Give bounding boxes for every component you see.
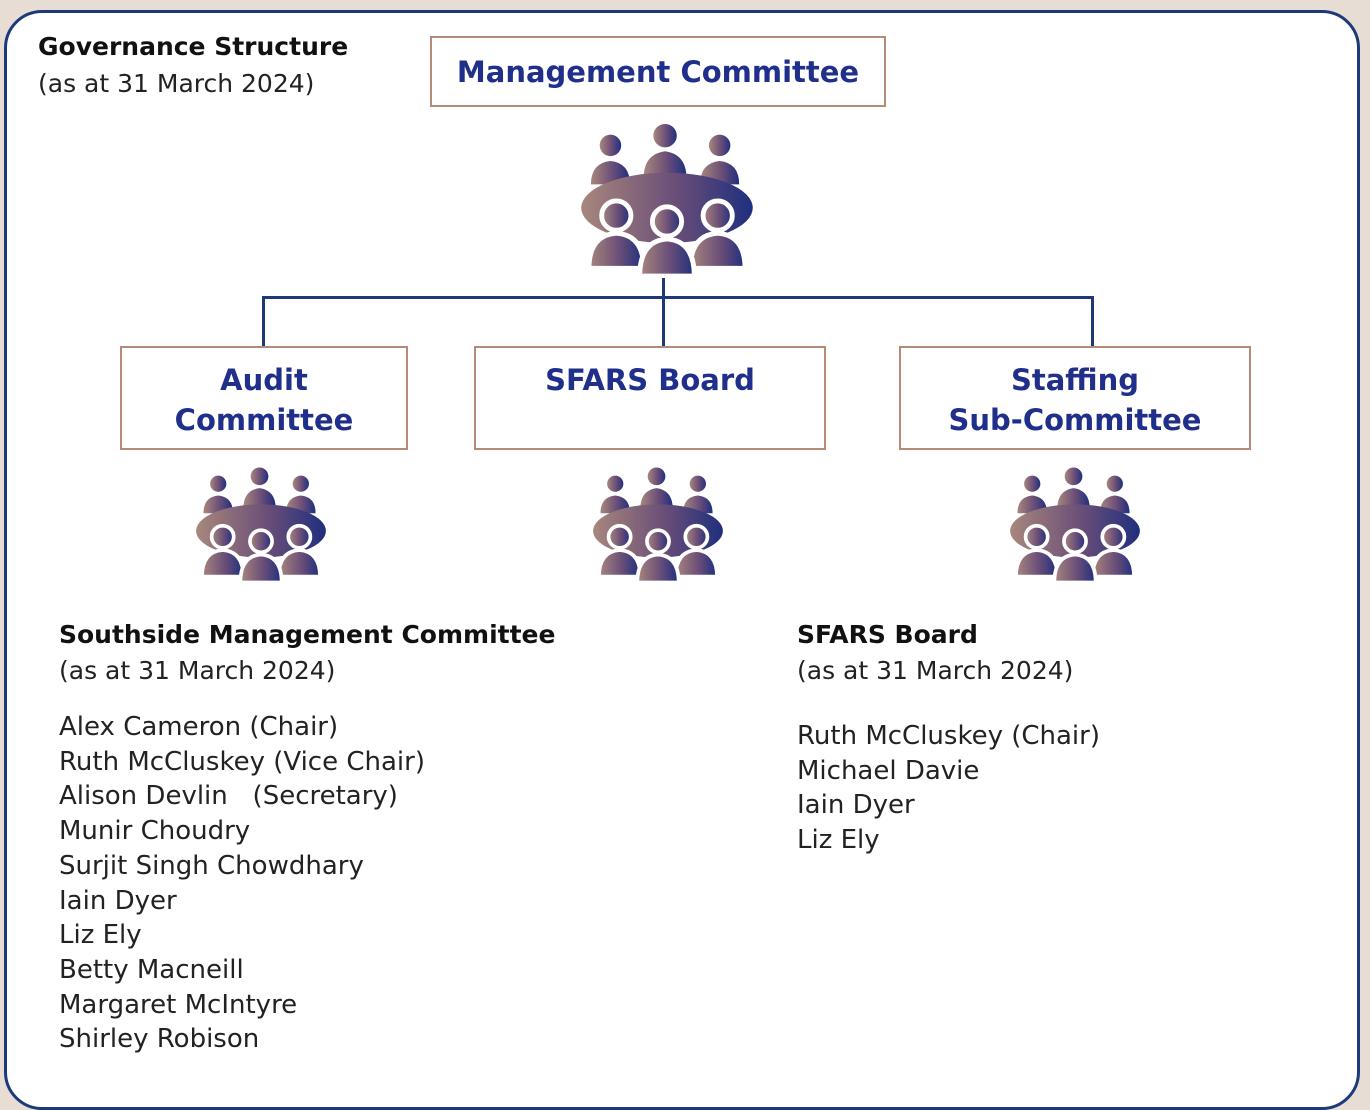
list-item: Betty Macneill: [59, 954, 244, 985]
sfars-members-list: Ruth McCluskey (Chair) Michael Davie Iai…: [797, 719, 1100, 858]
connector-line: [262, 296, 1094, 299]
connector-line: [662, 296, 665, 348]
connector-line: [262, 296, 265, 348]
staffing-sub-committee-box: Staffing Sub-Committee: [899, 346, 1251, 450]
page-subtitle: (as at 31 March 2024): [38, 69, 315, 98]
management-committee-label: Management Committee: [456, 54, 860, 89]
sfars-board-box: SFARS Board: [474, 346, 826, 450]
southside-title: Southside Management Committee: [59, 620, 556, 649]
list-item: Shirley Robison: [59, 1024, 260, 1055]
management-committee-box: Management Committee: [430, 36, 886, 107]
sfars-title: SFARS Board: [797, 620, 978, 649]
audit-committee-box: Audit Committee: [120, 346, 408, 450]
list-item: Margaret McIntyre: [59, 989, 298, 1020]
staffing-label-line2: Sub-Committee: [948, 403, 1202, 437]
audit-committee-label-line1: Audit: [220, 363, 308, 397]
southside-members-list: Alex Cameron (Chair) Ruth McCluskey (Vic…: [59, 710, 425, 1057]
meeting-group-icon: [577, 122, 757, 278]
meeting-group-icon: [590, 466, 726, 584]
list-item: Iain Dyer: [59, 885, 177, 916]
audit-committee-label-line2: Committee: [174, 403, 354, 437]
sfars-subtitle: (as at 31 March 2024): [797, 656, 1074, 685]
list-item: Alison Devlin (Secretary): [59, 781, 398, 812]
list-item: Iain Dyer: [797, 790, 915, 821]
staffing-label-line1: Staffing: [1010, 363, 1140, 397]
list-item: Surjit Singh Chowdhary: [59, 850, 364, 881]
page-title: Governance Structure: [38, 32, 349, 61]
list-item: Liz Ely: [59, 920, 142, 951]
connector-line: [1091, 296, 1094, 348]
meeting-group-icon: [1007, 466, 1143, 584]
southside-subtitle: (as at 31 March 2024): [59, 656, 336, 685]
meeting-group-icon: [193, 466, 329, 584]
sfars-board-label: SFARS Board: [545, 363, 755, 397]
list-item: Munir Choudry: [59, 816, 251, 847]
list-item: Ruth McCluskey (Chair): [797, 721, 1100, 751]
connector-line: [662, 268, 665, 298]
list-item: Michael Davie: [797, 755, 980, 786]
list-item: Ruth McCluskey (Vice Chair): [59, 746, 425, 777]
list-item: Liz Ely: [797, 825, 880, 856]
list-item: Alex Cameron (Chair): [59, 712, 339, 742]
